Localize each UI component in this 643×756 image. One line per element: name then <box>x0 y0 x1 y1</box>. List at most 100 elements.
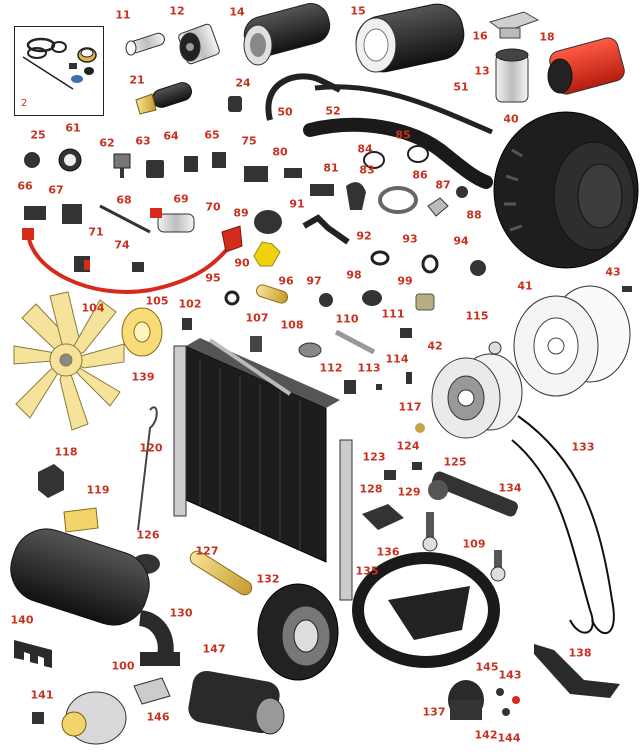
callout-109: 109 <box>462 537 486 551</box>
part-81-connector <box>310 184 334 196</box>
callout-127: 127 <box>195 544 219 558</box>
callout-129: 129 <box>397 485 421 499</box>
part-143-fittings <box>496 688 520 716</box>
part-112-block <box>344 380 356 394</box>
part-115-cap <box>488 341 502 355</box>
part-13-fuel-filter <box>495 48 529 103</box>
callout-135: 135 <box>355 564 379 578</box>
callout-68: 68 <box>116 193 132 207</box>
callout-89: 89 <box>233 206 249 220</box>
part-118-mount <box>38 464 64 498</box>
callout-102: 102 <box>178 297 202 311</box>
callout-92: 92 <box>356 229 372 243</box>
part-117-bushing <box>415 423 425 433</box>
part-105-fan-spacer <box>121 307 163 357</box>
part-65-switch <box>212 152 226 168</box>
callout-128: 128 <box>359 482 383 496</box>
part-80-connector <box>284 168 302 178</box>
callout-136: 136 <box>376 545 400 559</box>
callout-24: 24 <box>235 76 251 90</box>
callout-71: 71 <box>88 225 104 239</box>
part-62-sender <box>113 153 131 178</box>
callout-124: 124 <box>396 439 420 453</box>
part-86-hose-clamp <box>378 186 418 214</box>
callout-115: 115 <box>465 309 489 323</box>
callout-87: 87 <box>435 178 451 192</box>
part-25-knob <box>24 152 40 168</box>
callout-84: 84 <box>357 142 373 156</box>
callout-113: 113 <box>357 361 381 375</box>
part-147-hydraulic-motor <box>188 670 285 735</box>
part-138-bracket <box>534 644 620 698</box>
callout-114: 114 <box>385 352 409 366</box>
callout-137: 137 <box>422 705 446 719</box>
part-98-bushing <box>362 290 382 306</box>
part-130-muffler <box>10 528 180 666</box>
part-91-tie-rod-end <box>302 214 350 245</box>
callout-125: 125 <box>443 455 467 469</box>
part-107-fitting <box>250 336 262 352</box>
callout-139: 139 <box>131 370 155 384</box>
part-90-coupler <box>253 241 281 267</box>
callout-63: 63 <box>135 134 151 148</box>
callout-74: 74 <box>114 238 130 252</box>
callout-81: 81 <box>323 161 339 175</box>
part-110-shaft <box>334 329 376 355</box>
callout-140: 140 <box>10 613 34 627</box>
part-136-steering-wheel <box>352 552 500 668</box>
callout-80: 80 <box>272 145 288 159</box>
part-119-decal <box>63 507 99 533</box>
part-42-wheel <box>431 353 523 439</box>
callout-96: 96 <box>278 274 294 288</box>
inset-item-number: 2 <box>21 98 28 109</box>
part-123-fitting <box>384 470 396 480</box>
callout-83: 83 <box>359 163 375 177</box>
part-146-alternator <box>61 691 127 745</box>
part-97-cap <box>319 293 333 307</box>
callout-51: 51 <box>453 80 469 94</box>
inset-box-item-2 <box>14 26 104 116</box>
part-132-hydraulic-pump <box>257 583 339 681</box>
callout-141: 141 <box>30 688 54 702</box>
part-21-sender <box>135 82 192 115</box>
callout-123: 123 <box>362 450 386 464</box>
part-137-steering-valve <box>448 680 484 720</box>
part-93-bushing <box>421 254 439 274</box>
callout-88: 88 <box>466 208 482 222</box>
part-100-gasket <box>133 677 171 705</box>
part-96-pin <box>255 284 289 304</box>
callout-117: 117 <box>398 400 422 414</box>
callout-142: 142 <box>474 728 498 742</box>
callout-98: 98 <box>346 268 362 282</box>
callout-147: 147 <box>202 642 226 656</box>
callout-41: 41 <box>517 279 533 293</box>
part-127-spacer <box>189 550 253 596</box>
part-64-switch <box>184 156 198 172</box>
callout-52: 52 <box>325 104 341 118</box>
callout-118: 118 <box>54 445 78 459</box>
callout-90: 90 <box>234 256 250 270</box>
part-40-tire <box>493 111 639 269</box>
part-43-lug <box>622 286 632 292</box>
part-16-bracket <box>488 11 540 39</box>
callout-75: 75 <box>241 134 257 148</box>
part-88-clip <box>456 186 468 198</box>
callout-13: 13 <box>474 64 490 78</box>
part-67-relay <box>62 204 82 224</box>
callout-146: 146 <box>146 710 170 724</box>
callout-25: 25 <box>30 128 46 142</box>
part-18-hydraulic-filter <box>547 37 625 95</box>
part-14-air-filter <box>243 3 331 66</box>
callout-143: 143 <box>498 668 522 682</box>
callout-104: 104 <box>81 301 105 315</box>
callout-64: 64 <box>163 129 179 143</box>
callout-61: 61 <box>65 121 81 135</box>
part-84-clamp <box>363 151 385 169</box>
callout-18: 18 <box>539 30 555 44</box>
part-104-fan <box>13 291 125 431</box>
part-111-fitting <box>400 328 412 338</box>
callout-119: 119 <box>86 483 110 497</box>
callout-108: 108 <box>280 318 304 332</box>
